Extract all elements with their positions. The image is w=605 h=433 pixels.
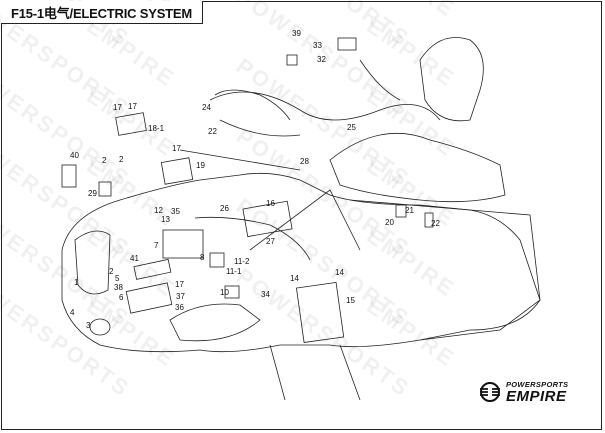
fuse-box-6 xyxy=(125,282,173,314)
part-callout[interactable]: 27 xyxy=(266,237,275,246)
part-callout[interactable]: 17 xyxy=(172,144,181,153)
page-title: F15-1电气/ELECTRIC SYSTEM xyxy=(1,1,203,24)
frame-rail xyxy=(249,189,361,401)
relay-33 xyxy=(337,37,357,51)
part-callout[interactable]: 18-1 xyxy=(148,124,165,133)
sensor-29 xyxy=(98,181,112,197)
ecu-18-1 xyxy=(115,112,147,136)
part-callout[interactable]: 2 xyxy=(102,156,107,165)
part-callout[interactable]: 15 xyxy=(346,296,355,305)
switch-21 xyxy=(395,204,407,218)
part-callout[interactable]: 22 xyxy=(431,219,440,228)
battery-7 xyxy=(162,229,204,259)
part-callout[interactable]: 38 xyxy=(114,283,123,292)
part-callout[interactable]: 2 xyxy=(109,267,114,276)
part-callout[interactable]: 28 xyxy=(300,157,309,166)
part-callout[interactable]: 35 xyxy=(171,207,180,216)
part-callout[interactable]: 41 xyxy=(130,254,139,263)
regulator-15 xyxy=(295,282,345,343)
bracket-40 xyxy=(61,164,77,188)
part-callout[interactable]: 7 xyxy=(154,241,159,250)
part-callout[interactable]: 6 xyxy=(119,293,124,302)
part-callout[interactable]: 12 xyxy=(154,206,163,215)
connector-39 xyxy=(286,54,298,66)
part-callout[interactable]: 17 xyxy=(128,102,137,111)
part-callout[interactable]: 17 xyxy=(113,103,122,112)
part-callout[interactable]: 20 xyxy=(385,218,394,227)
fuse-block-41 xyxy=(133,258,172,280)
part-callout[interactable]: 33 xyxy=(313,41,322,50)
headlight-left xyxy=(74,230,111,295)
brand-line2: EMPIRE xyxy=(506,387,567,405)
cable-26 xyxy=(194,216,311,261)
handlebar xyxy=(179,149,301,171)
part-callout[interactable]: 11-1 xyxy=(226,267,242,276)
headlight-right xyxy=(169,303,261,342)
part-callout[interactable]: 11-2 xyxy=(234,257,250,266)
part-callout[interactable]: 25 xyxy=(347,123,356,132)
part-callout[interactable]: 36 xyxy=(175,303,184,312)
part-callout[interactable]: 37 xyxy=(176,292,185,301)
part-callout[interactable]: 34 xyxy=(261,290,270,299)
part-callout[interactable]: 14 xyxy=(290,274,299,283)
seat xyxy=(329,132,506,203)
part-callout[interactable]: 8 xyxy=(200,253,205,262)
horn-3 xyxy=(89,318,111,336)
part-callout[interactable]: 5 xyxy=(115,274,120,283)
part-callout[interactable]: 1 xyxy=(74,278,79,287)
brand-logo: POWERSPORTS EMPIRE xyxy=(478,381,568,404)
backrest xyxy=(419,37,484,122)
part-callout[interactable]: 24 xyxy=(202,103,211,112)
brand-line1: POWERSPORTS xyxy=(506,380,569,389)
part-callout[interactable]: 21 xyxy=(405,206,414,215)
part-callout[interactable]: 29 xyxy=(88,189,97,198)
instrument-panel-16 xyxy=(242,200,293,238)
part-callout[interactable]: 3 xyxy=(86,321,91,330)
empire-wing-logo-icon xyxy=(480,382,500,403)
relay-block-17 xyxy=(160,157,194,185)
part-callout[interactable]: 10 xyxy=(220,288,229,297)
rear-body xyxy=(349,199,541,341)
sensor-22 xyxy=(424,212,434,228)
part-callout[interactable]: 32 xyxy=(317,55,326,64)
module-8 xyxy=(209,252,225,268)
part-callout[interactable]: 22 xyxy=(208,127,217,136)
part-callout[interactable]: 2 xyxy=(119,155,124,164)
part-callout[interactable]: 17 xyxy=(175,280,184,289)
harness-24 xyxy=(214,89,291,121)
part-callout[interactable]: 19 xyxy=(196,161,205,170)
part-callout[interactable]: 26 xyxy=(220,204,229,213)
part-callout[interactable]: 16 xyxy=(266,199,275,208)
part-callout[interactable]: 14 xyxy=(335,268,344,277)
relay-10 xyxy=(224,285,240,299)
part-callout[interactable]: 13 xyxy=(161,215,170,224)
part-callout[interactable]: 4 xyxy=(70,308,75,317)
part-callout[interactable]: 40 xyxy=(70,151,79,160)
part-callout[interactable]: 39 xyxy=(292,29,301,38)
